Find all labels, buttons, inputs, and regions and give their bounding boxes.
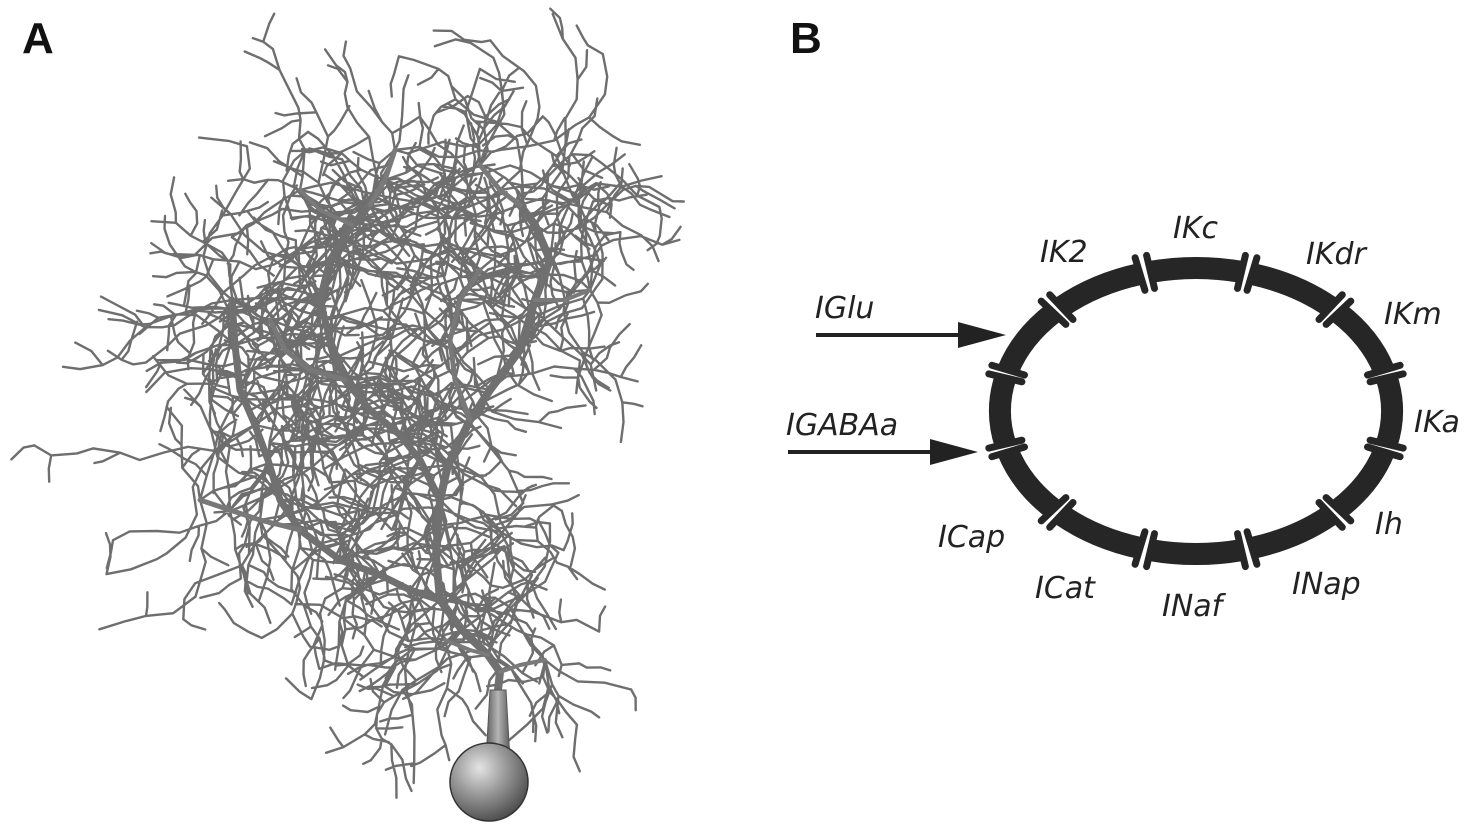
ring-channel-segment xyxy=(1055,505,1143,559)
ring-segment-cap xyxy=(1366,436,1407,452)
channel-label-ikc: IKc xyxy=(1173,211,1219,246)
ring-segment-cap xyxy=(1366,370,1407,386)
ring-channel-segment xyxy=(1148,257,1244,283)
ring-segment-cap xyxy=(1143,251,1158,292)
ring-segment-cap xyxy=(985,370,1026,386)
fine-dendrites xyxy=(10,7,685,799)
channel-label-ih: Ih xyxy=(1375,507,1403,542)
fine-dendrite-tree xyxy=(10,7,685,799)
purkinje-neuron-morphology xyxy=(10,7,685,822)
ring-segment-cap xyxy=(1364,361,1404,379)
panel-b-label: B xyxy=(790,14,822,63)
ring-segment-cap xyxy=(1131,528,1149,568)
ring-segment-cap xyxy=(988,443,1028,461)
iglu-arrow xyxy=(816,322,1006,348)
ring-segment-cap xyxy=(1234,251,1249,292)
ring-segment-cap xyxy=(1037,494,1070,525)
ring-channel-segment xyxy=(998,447,1061,519)
ring-channel-segment xyxy=(1055,263,1143,317)
ring-segment-cap xyxy=(1315,291,1346,323)
channel-label-ik2: IK2 xyxy=(1040,235,1088,270)
ring-segment-cap xyxy=(1243,254,1261,294)
ring-segment-cap xyxy=(1322,297,1355,328)
ring-segment-cap xyxy=(988,361,1028,379)
channel-label-ikm: IKm xyxy=(1384,297,1442,332)
channel-label-ikdr: IKdr xyxy=(1306,237,1368,272)
channel-label-icap: ICap xyxy=(938,520,1005,555)
ring-channel-segment xyxy=(1249,505,1337,559)
input-label-iglu: IGlu xyxy=(815,291,874,326)
channel-label-inap: INap xyxy=(1292,567,1361,602)
ring-channel-segment xyxy=(1331,447,1394,519)
ring-channel-segment xyxy=(1148,539,1244,565)
channel-label-icat: ICat xyxy=(1035,571,1096,606)
ring-channel-segment xyxy=(1249,263,1337,317)
ring-segment-cap xyxy=(1046,499,1077,531)
ring-segment-cap xyxy=(1364,443,1404,461)
ring-segment-cap xyxy=(1037,297,1070,328)
ring-segment-cap xyxy=(1243,528,1261,568)
ring-segment-cap xyxy=(1322,494,1355,525)
synaptic-inputs: IGlu IGABAa xyxy=(786,291,1006,465)
ring-segment-cap xyxy=(1315,499,1346,531)
ring-channel-segment xyxy=(998,303,1061,375)
input-label-igabaa: IGABAa xyxy=(786,408,898,443)
ring-channel-segment xyxy=(1331,303,1394,375)
panel-a-label: A xyxy=(22,14,54,63)
ring-channel-segment xyxy=(988,374,1016,448)
channel-label-ika: IKa xyxy=(1414,405,1460,440)
channel-label-inaf: INaf xyxy=(1162,589,1227,624)
channel-labels: IK2 IKc IKdr IKm IKa Ih INap INaf ICat I… xyxy=(938,211,1460,624)
ring-segment-cap xyxy=(1046,291,1077,323)
soma xyxy=(449,742,529,822)
main-dendrites xyxy=(197,147,592,694)
ring-segment-cap xyxy=(985,436,1026,452)
channel-ring xyxy=(985,251,1407,571)
ring-segment-cap xyxy=(1143,530,1158,571)
ring-segment-cap xyxy=(1131,254,1149,294)
ring-channel-segment xyxy=(1376,374,1404,448)
ring-segment-cap xyxy=(1234,530,1249,571)
igabaa-arrow xyxy=(788,439,978,465)
